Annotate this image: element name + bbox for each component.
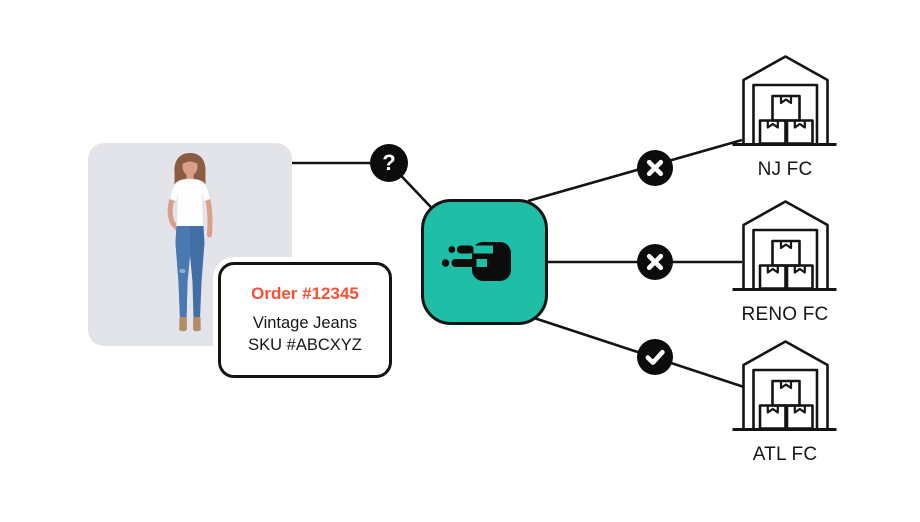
- warehouse-label: ATL FC: [752, 444, 818, 465]
- order-sku: SKU #ABCXYZ: [248, 335, 362, 354]
- warehouse-nj: NJ FC: [705, 54, 865, 181]
- warehouse-reno: RENO FC: [705, 199, 865, 326]
- cross-badge-reno: [637, 244, 673, 280]
- warehouse-icon: [732, 200, 836, 291]
- fulfillment-hub: [421, 199, 548, 325]
- warehouse-icon: [732, 55, 836, 146]
- question-badge: ?: [370, 144, 408, 182]
- cross-icon: [646, 159, 664, 177]
- check-icon: [645, 349, 665, 365]
- warehouse-atl: ATL FC: [705, 339, 865, 466]
- check-badge-atl: [637, 339, 673, 375]
- cross-icon: [646, 253, 664, 271]
- order-product-name: Vintage Jeans: [252, 314, 358, 332]
- fast-shipping-box-icon: [441, 242, 511, 281]
- model-illustration: [167, 153, 213, 332]
- question-glyph: ?: [382, 150, 396, 175]
- warehouse-label: NJ FC: [757, 159, 813, 180]
- warehouse-icon: [732, 340, 836, 431]
- cross-badge-nj: [637, 150, 673, 186]
- warehouse-label: RENO FC: [741, 304, 829, 325]
- order-card: Order #12345 Vintage Jeans SKU #ABCXYZ: [218, 262, 392, 378]
- order-number: Order #12345: [251, 284, 359, 303]
